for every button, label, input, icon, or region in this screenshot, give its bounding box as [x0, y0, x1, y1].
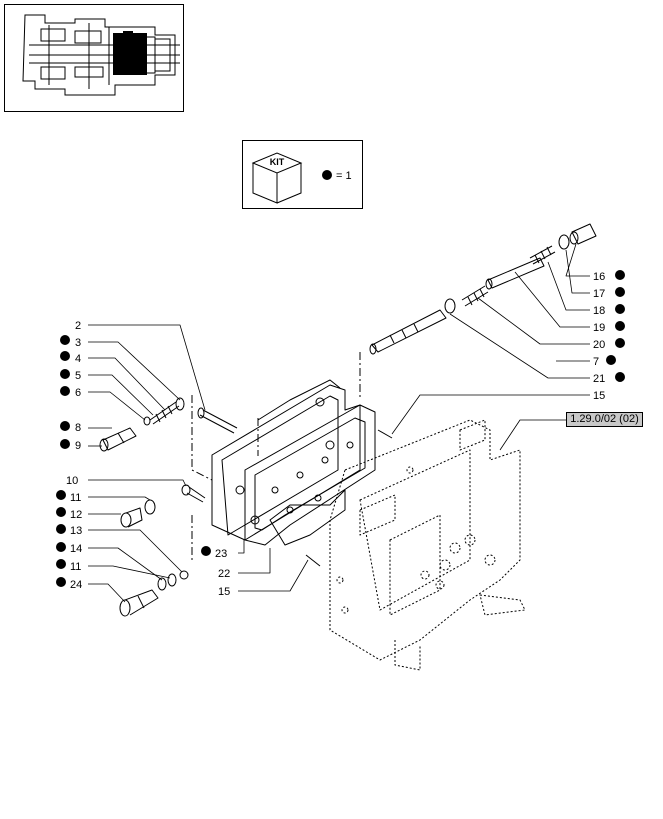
kit-box-icon	[251, 152, 303, 204]
callout-22: 22	[218, 568, 230, 580]
callout-15-lower: 15	[218, 586, 230, 598]
leader-lines-left	[88, 324, 206, 603]
kit-bullet-icon	[201, 546, 211, 556]
callout-5: 5	[75, 370, 81, 382]
callout-19: 19	[593, 322, 605, 334]
kit-bullet-icon	[60, 421, 70, 431]
spring-20	[461, 285, 489, 307]
callout-23: 23	[215, 548, 227, 560]
washer-13	[179, 570, 189, 580]
kit-bullet-icon	[56, 559, 66, 569]
reference-link[interactable]: 1.29.0/02 (02)	[566, 412, 643, 427]
callout-24: 24	[70, 579, 82, 591]
callout-6: 6	[75, 387, 81, 399]
washer-11	[144, 499, 156, 515]
kit-legend-text: = 1	[336, 170, 352, 182]
callout-13: 13	[70, 525, 82, 537]
kit-bullet-icon	[60, 439, 70, 449]
plug-16	[569, 223, 597, 245]
callout-10: 10	[66, 475, 78, 487]
kit-bullet-icon	[615, 321, 625, 331]
gasket-plate	[244, 404, 376, 546]
spring-left-upper	[143, 397, 185, 426]
washer-21	[444, 298, 456, 314]
leader-lines-bottom	[238, 540, 309, 592]
callout-11: 11	[70, 492, 81, 504]
callout-8: 8	[75, 422, 81, 434]
callout-2: 2	[75, 320, 81, 332]
kit-bullet-icon	[56, 577, 66, 587]
kit-bullet-icon	[56, 524, 66, 534]
kit-bullet-icon	[615, 270, 625, 280]
kit-bullet-icon	[615, 287, 625, 297]
washer-17	[558, 234, 570, 250]
kit-bullet-icon	[56, 490, 66, 500]
leader-lines-right	[391, 243, 590, 451]
kit-bullet-icon	[56, 542, 66, 552]
kit-bullet-icon	[615, 372, 625, 382]
kit-legend: KIT = 1	[242, 140, 363, 209]
kit-bullet-icon	[56, 507, 66, 517]
callout-17: 17	[593, 288, 605, 300]
callout-15-upper: 15	[593, 390, 605, 402]
callout-11b: 11	[70, 561, 81, 573]
spool-7	[369, 309, 447, 355]
callout-18: 18	[593, 305, 605, 317]
kit-bullet-icon	[322, 170, 332, 180]
callout-21: 21	[593, 373, 605, 385]
kit-bullet-icon	[60, 369, 70, 379]
dowel-pin-lower	[305, 554, 321, 567]
alignment-lines	[191, 352, 361, 560]
spool-19	[485, 257, 545, 290]
kit-bullet-icon	[606, 355, 616, 365]
kit-bullet-icon	[615, 304, 625, 314]
kit-bullet-icon	[60, 335, 70, 345]
washer-11-lower	[167, 573, 177, 587]
callouts-bottom: 23 22 15	[201, 546, 230, 598]
kit-bullet-icon	[615, 338, 625, 348]
spring-18	[529, 245, 556, 265]
callout-12: 12	[70, 509, 82, 521]
callout-14: 14	[70, 543, 82, 555]
kit-bullet-icon	[60, 386, 70, 396]
kit-bullet-icon	[60, 351, 70, 361]
callout-16: 16	[593, 271, 605, 283]
kit-badge-label: KIT	[270, 157, 285, 167]
callout-9: 9	[75, 440, 81, 452]
plug-12	[120, 507, 143, 528]
callout-7: 7	[593, 356, 599, 368]
callout-20: 20	[593, 339, 605, 351]
bolt-10	[181, 484, 206, 503]
plug-24	[119, 589, 159, 617]
callouts-right: 16 17 18 19 20 7 21 15	[593, 270, 625, 402]
washer-14	[157, 577, 167, 591]
locator-thumbnail	[4, 4, 184, 112]
dowel-pin-upper	[377, 429, 393, 439]
callout-3: 3	[75, 337, 81, 349]
transmission-section-drawing	[22, 14, 180, 96]
plug-9	[99, 427, 137, 452]
callouts-left: 2 3 4 5 6 8 9 10 11 12 13 14 11 24	[56, 320, 82, 591]
callout-4: 4	[75, 353, 81, 365]
valve-body	[211, 379, 361, 541]
bolt-2	[197, 407, 238, 434]
transmission-housing	[329, 419, 526, 671]
